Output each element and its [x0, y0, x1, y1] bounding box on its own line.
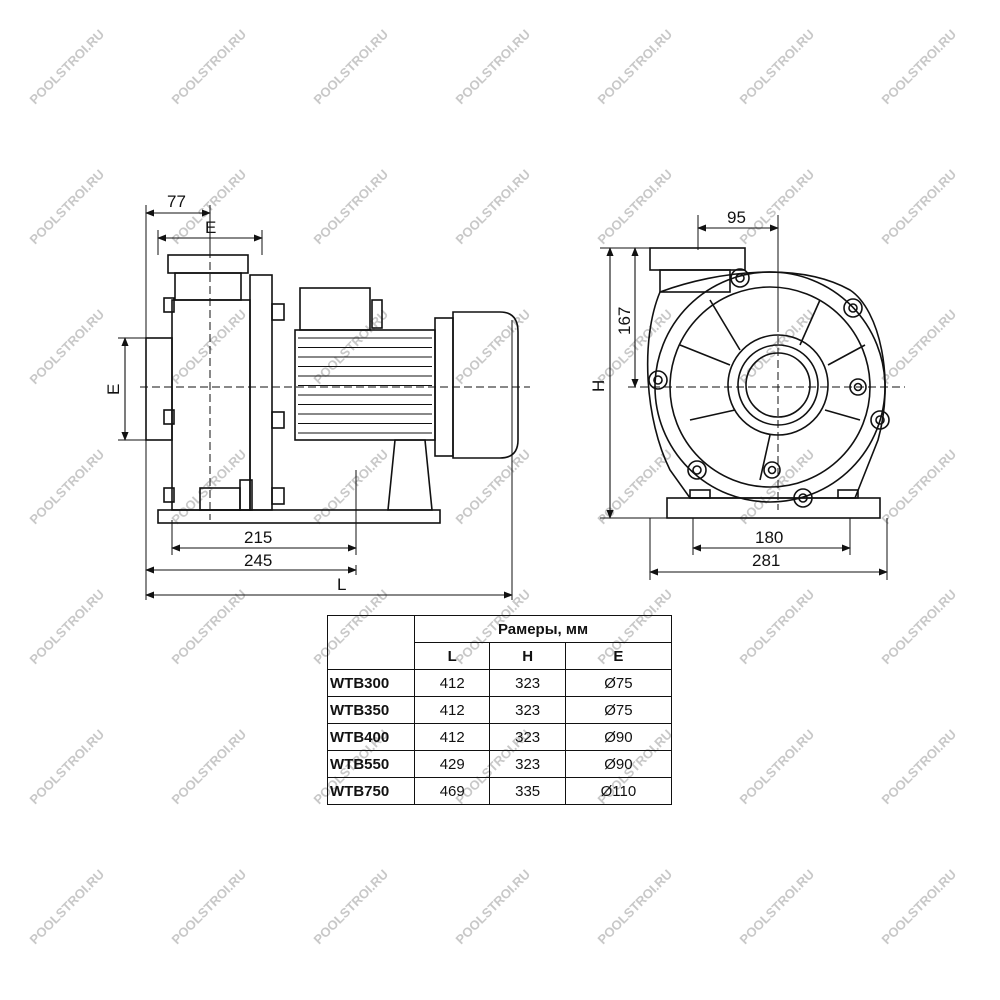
watermark-text: POOLSTROI.RU: [169, 307, 250, 388]
dim-h-label: H: [589, 380, 608, 392]
motor-fins: [298, 337, 432, 434]
e-cell: Ø90: [564, 723, 673, 751]
model-cell: WTB750: [327, 777, 415, 805]
front-view-centerlines: [628, 240, 905, 510]
table-row: WTB550 429 323 Ø90: [327, 750, 673, 778]
watermark-text: POOLSTROI.RU: [311, 307, 392, 388]
header-l: L: [413, 642, 491, 670]
dimensions-table: Рамеры, мм L H E WTB300 412 323 Ø75 WTB3…: [327, 615, 673, 805]
front-view-dimensions: [606, 224, 888, 576]
watermark-text: POOLSTROI.RU: [27, 447, 108, 528]
l-cell: 469: [413, 777, 491, 805]
watermark-text: POOLSTROI.RU: [879, 27, 960, 108]
watermark-text: POOLSTROI.RU: [453, 307, 534, 388]
side-view: [118, 205, 519, 600]
table-row: WTB350 412 323 Ø75: [327, 696, 673, 724]
watermark-text: POOLSTROI.RU: [879, 307, 960, 388]
table-title: Рамеры, мм: [414, 615, 672, 643]
table-title-row: Рамеры, мм: [327, 615, 672, 670]
side-view-centerlines: [140, 250, 530, 520]
table-corner-cell: [327, 615, 415, 670]
watermark-text: POOLSTROI.RU: [27, 587, 108, 668]
e-cell: Ø75: [564, 669, 673, 697]
watermark-text: POOLSTROI.RU: [737, 587, 818, 668]
l-cell: 412: [413, 696, 491, 724]
watermark-text: POOLSTROI.RU: [737, 727, 818, 808]
dim-245-label: 245: [244, 551, 272, 570]
table-row: WTB750 469 335 Ø110: [327, 777, 673, 805]
watermark-text: POOLSTROI.RU: [453, 167, 534, 248]
watermark-text: POOLSTROI.RU: [27, 307, 108, 388]
l-cell: 412: [413, 669, 491, 697]
watermark-text: POOLSTROI.RU: [595, 27, 676, 108]
watermark-text: POOLSTROI.RU: [27, 167, 108, 248]
e-cell: Ø75: [564, 696, 673, 724]
watermark-text: POOLSTROI.RU: [169, 587, 250, 668]
watermark-text: POOLSTROI.RU: [311, 27, 392, 108]
watermark-text: POOLSTROI.RU: [737, 27, 818, 108]
watermark-text: POOLSTROI.RU: [311, 447, 392, 528]
side-view-dimensions: [121, 209, 513, 599]
watermark-text: POOLSTROI.RU: [27, 27, 108, 108]
watermark-text: POOLSTROI.RU: [311, 167, 392, 248]
watermark-text: POOLSTROI.RU: [595, 867, 676, 948]
watermark-text: POOLSTROI.RU: [737, 167, 818, 248]
dim-95-label: 95: [727, 208, 746, 227]
model-cell: WTB350: [327, 696, 415, 724]
watermark-text: POOLSTROI.RU: [169, 27, 250, 108]
dim-281-label: 281: [752, 551, 780, 570]
dim-l-label: L: [337, 575, 346, 594]
dim-77-label: 77: [167, 192, 186, 211]
watermark-text: POOLSTROI.RU: [595, 447, 676, 528]
watermark-text: POOLSTROI.RU: [879, 447, 960, 528]
h-cell: 323: [489, 723, 566, 751]
watermark-text: POOLSTROI.RU: [169, 447, 250, 528]
watermark-text: POOLSTROI.RU: [27, 867, 108, 948]
dim-167-label: 167: [615, 307, 634, 335]
watermark-text: POOLSTROI.RU: [311, 867, 392, 948]
dim-215-label: 215: [244, 528, 272, 547]
dim-180-label: 180: [755, 528, 783, 547]
watermark-text: POOLSTROI.RU: [453, 27, 534, 108]
dim-e-top-label: E: [205, 218, 216, 237]
h-cell: 323: [489, 669, 566, 697]
watermark-text: POOLSTROI.RU: [879, 867, 960, 948]
watermark-layer: POOLSTROI.RU POOLSTROI.RU POOLSTROI.RU POOL…: [27, 27, 960, 948]
table-row: WTB400 412 323 Ø90: [327, 723, 673, 751]
watermark-text: POOLSTROI.RU: [879, 167, 960, 248]
watermark-text: POOLSTROI.RU: [169, 867, 250, 948]
watermark-text: POOLSTROI.RU: [27, 727, 108, 808]
table-row: WTB300 412 323 Ø75: [327, 669, 673, 697]
model-cell: WTB400: [327, 723, 415, 751]
watermark-text: POOLSTROI.RU: [169, 727, 250, 808]
h-cell: 323: [489, 696, 566, 724]
dim-e-left-label: E: [104, 384, 123, 395]
header-e: E: [564, 642, 673, 670]
watermark-text: POOLSTROI.RU: [737, 307, 818, 388]
watermark-text: POOLSTROI.RU: [453, 867, 534, 948]
model-cell: WTB550: [327, 750, 415, 778]
model-cell: WTB300: [327, 669, 415, 697]
e-cell: Ø90: [564, 750, 673, 778]
l-cell: 412: [413, 723, 491, 751]
watermark-text: POOLSTROI.RU: [595, 167, 676, 248]
h-cell: 323: [489, 750, 566, 778]
header-h: H: [489, 642, 566, 670]
l-cell: 429: [413, 750, 491, 778]
watermark-text: POOLSTROI.RU: [879, 587, 960, 668]
watermark-text: POOLSTROI.RU: [737, 867, 818, 948]
e-cell: Ø110: [564, 777, 673, 805]
h-cell: 335: [489, 777, 566, 805]
watermark-text: POOLSTROI.RU: [879, 727, 960, 808]
